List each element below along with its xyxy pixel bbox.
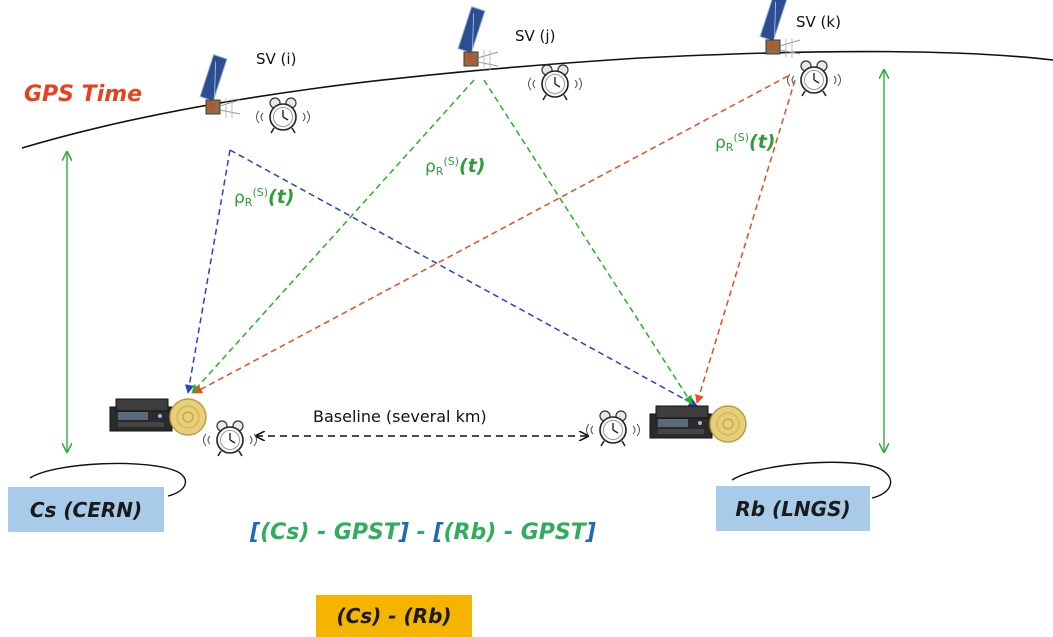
sv-i-clock-icon <box>255 97 311 134</box>
cs-station-arc <box>29 462 187 497</box>
sv-j-to-rb-link <box>483 79 693 405</box>
sv-j-clock-icon <box>527 64 583 101</box>
pseudorange-label-j: ρR(S)(t) <box>425 155 486 178</box>
pseudorange-label-i: ρR(S)(t) <box>234 186 295 209</box>
satellite-k-icon <box>759 0 801 59</box>
cs-cern-station: Cs (CERN) <box>8 487 164 532</box>
sv-i-label: SV (i) <box>256 50 297 68</box>
gps-time-label: GPS Time <box>24 82 143 107</box>
sv-k-to-cs-link <box>193 75 789 394</box>
rb-lngs-station: Rb (LNGS) <box>716 486 870 531</box>
gps-time-curve <box>21 50 1053 149</box>
pseudorange-label-k: ρR(S)(t) <box>715 131 776 154</box>
difference-formula: [(Cs) - GPST] - [(Rb) - GPST] <box>250 520 596 545</box>
sv-k-clock-icon <box>786 60 842 97</box>
result-box: (Cs) - (Rb) <box>316 595 472 637</box>
cs-receiver-icon <box>109 398 207 436</box>
sv-i-to-rb-link <box>229 149 698 407</box>
rb-clock-icon <box>585 410 641 447</box>
rb-receiver-icon <box>649 405 747 443</box>
sv-k-label: SV (k) <box>796 13 841 31</box>
cs-clock-icon <box>202 420 258 457</box>
satellite-j-icon <box>457 6 499 71</box>
baseline-label: Baseline (several km) <box>313 407 487 426</box>
sv-j-to-cs-link <box>191 79 475 394</box>
satellite-i-icon <box>199 54 241 119</box>
sv-i-to-cs-link <box>184 149 231 394</box>
sv-j-label: SV (j) <box>515 27 556 45</box>
sv-k-to-rb-link <box>695 79 796 404</box>
rb-station-arc <box>731 461 892 499</box>
